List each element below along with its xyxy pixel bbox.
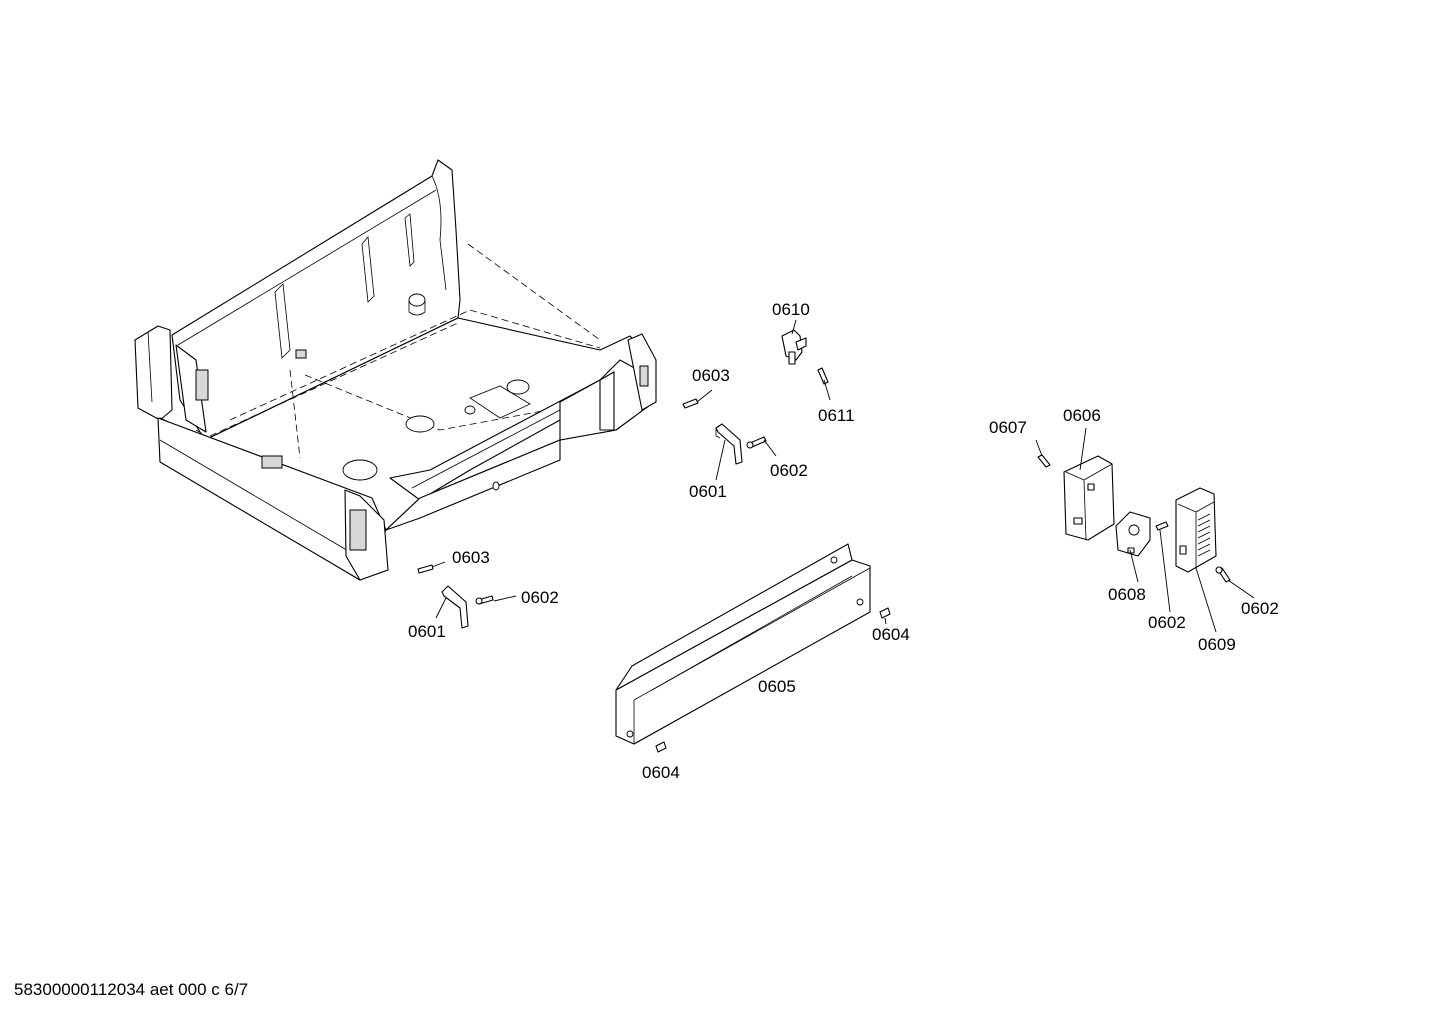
callout-0603-top: 0603 xyxy=(692,366,730,385)
leader-lines xyxy=(431,319,1255,633)
screw-0604-bottom xyxy=(655,741,667,753)
callout-0604-right: 0604 xyxy=(872,625,910,644)
callout-0609: 0609 xyxy=(1198,635,1236,654)
screw-0602-mid xyxy=(1155,521,1169,531)
callout-0611: 0611 xyxy=(818,406,855,425)
document-id-footer: 58300000112034 aet 000 c 6/7 xyxy=(14,980,249,999)
bracket-0608 xyxy=(1115,511,1151,557)
callout-0602-top: 0602 xyxy=(770,461,808,480)
valve-0610 xyxy=(781,329,807,365)
screw-0607 xyxy=(1037,454,1051,468)
screw-0611 xyxy=(817,367,829,385)
callout-labels: 0603 0601 0602 0610 0611 0603 0602 0601 … xyxy=(408,300,1279,782)
screw-0604-right xyxy=(879,607,891,619)
kickplate-0605 xyxy=(615,543,871,745)
callout-0602-right: 0602 xyxy=(1241,599,1279,618)
callout-0606: 0606 xyxy=(1063,406,1101,425)
callout-0610: 0610 xyxy=(772,300,810,319)
callout-0602-left: 0602 xyxy=(521,588,559,607)
callout-0607: 0607 xyxy=(989,418,1027,437)
callout-0608: 0608 xyxy=(1108,585,1146,604)
screw-0602-top xyxy=(746,436,767,449)
cover-0609 xyxy=(1175,487,1217,573)
screw-0603-left xyxy=(417,564,434,574)
bracket-0606 xyxy=(1063,455,1115,541)
screw-0602-right xyxy=(1215,566,1231,583)
base-frame xyxy=(134,159,657,581)
callout-0601-left: 0601 xyxy=(408,622,446,641)
bracket-0601-left xyxy=(441,585,469,629)
screw-0602-left xyxy=(475,595,494,605)
callout-0605: 0605 xyxy=(758,677,796,696)
bracket-0601-top xyxy=(715,423,743,465)
callout-0601-top: 0601 xyxy=(689,482,727,501)
callout-0603-left: 0603 xyxy=(452,548,490,567)
callout-0604-bottom: 0604 xyxy=(642,763,680,782)
callout-0602-mid: 0602 xyxy=(1148,613,1186,632)
screw-0603-top xyxy=(682,398,699,409)
